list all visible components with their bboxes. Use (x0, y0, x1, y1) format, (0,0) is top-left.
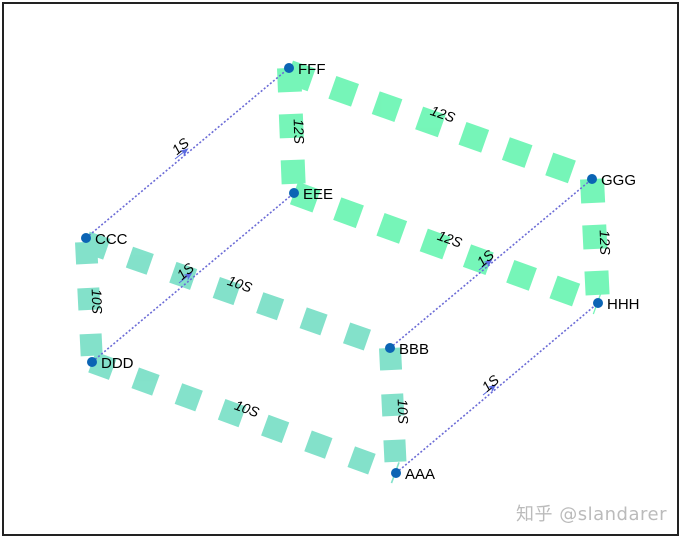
node-label-bbb: BBB (399, 341, 429, 358)
node-fff[interactable] (284, 63, 294, 73)
watermark: 知乎 @slandarer (516, 504, 667, 525)
edge-ccc-bbb (82, 231, 394, 359)
node-label-ccc: CCC (95, 231, 128, 248)
node-aaa[interactable] (391, 468, 401, 478)
node-label-fff: FFF (298, 61, 326, 78)
node-label-ggg: GGG (601, 172, 636, 189)
node-hhh[interactable] (593, 298, 603, 308)
arrow-icon (478, 259, 493, 271)
edge-fff-eee (277, 67, 306, 194)
edges-10s (75, 231, 407, 484)
edge-label-aaa-hhh: 1S (479, 371, 503, 395)
edge-label-fff-eee: 12S (291, 119, 308, 145)
node-ccc[interactable] (81, 233, 91, 243)
edge-label-ggg-hhh: 12S (597, 230, 614, 256)
edge-ddd-aaa (88, 351, 400, 484)
node-ggg[interactable] (587, 174, 597, 184)
edge-ggg-hhh (580, 178, 610, 304)
edge-label-fff-ggg: 12S (428, 102, 457, 125)
arrowheads-1s (174, 148, 497, 396)
nodes (81, 63, 603, 478)
edges-12s (277, 60, 610, 315)
node-label-aaa: AAA (405, 466, 435, 483)
node-eee[interactable] (289, 188, 299, 198)
edge-bbb-aaa (379, 347, 407, 474)
node-bbb[interactable] (385, 343, 395, 353)
edge-label-ccc-fff: 1S (169, 134, 193, 158)
edge-fff-ggg (285, 60, 596, 191)
edge-eee-hhh (289, 181, 603, 315)
arrow-icon (178, 272, 193, 284)
node-label-eee: EEE (303, 186, 333, 203)
edge-label-ccc-bbb: 10S (225, 272, 254, 295)
edge-label-bbb-aaa: 10S (395, 399, 412, 425)
edge-ccc-ddd (75, 241, 103, 363)
node-label-ddd: DDD (101, 355, 134, 372)
node-ddd[interactable] (87, 357, 97, 367)
edge-aaa-hhh (395, 302, 599, 474)
arrow-icon (174, 148, 189, 160)
edge-label-ccc-ddd: 10S (89, 289, 106, 315)
node-label-hhh: HHH (607, 296, 640, 313)
edge-ccc-fff (85, 67, 290, 239)
arrow-icon (482, 384, 497, 396)
